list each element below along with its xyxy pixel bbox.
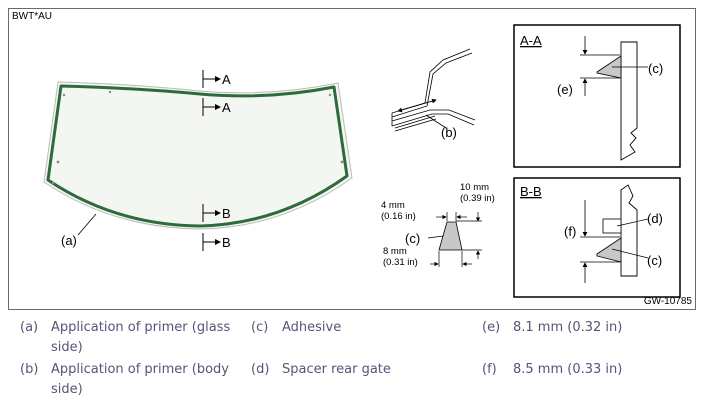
glass-dot (56, 160, 60, 164)
section-a-title: A-A (520, 33, 542, 48)
section-a-box: A-A (513, 24, 681, 168)
body-flange-detail (391, 48, 476, 132)
section-b-marker (202, 204, 221, 251)
legend-code: (a) (20, 320, 39, 335)
dim-height-mm: 10 mm (460, 182, 489, 193)
legend-text: 8.5 mm (0.33 in) (513, 362, 623, 377)
glass-dot (108, 90, 112, 94)
callout-b-leader (425, 114, 447, 129)
header-code: BWT*AU (12, 11, 52, 22)
legend-code: (f) (482, 362, 497, 377)
callout-c-profile: (c) (405, 231, 420, 246)
figure-frame (8, 8, 696, 310)
dim-top-width-mm: 4 mm (381, 200, 405, 211)
section-a-marker (202, 70, 221, 116)
legend-text: Spacer rear gate (282, 362, 391, 377)
glass-dot (51, 181, 55, 185)
section-a-label-bottom: A (222, 100, 231, 115)
legend-code: (c) (251, 320, 269, 335)
legend-code: (d) (251, 362, 270, 377)
callout-b: (b) (441, 125, 457, 140)
callout-a-leader (77, 213, 97, 236)
primer-bead-glass (46, 84, 349, 228)
dim-height-in: (0.39 in) (460, 193, 495, 204)
legend-text-line: Application of primer (glass (51, 320, 231, 335)
legend: (a) Application of primer (glass side) (c… (0, 313, 706, 404)
legend-code: (b) (20, 362, 39, 377)
legend-text-line: side) (51, 382, 83, 397)
dim-bottom-width-in: (0.31 in) (383, 257, 418, 268)
glass-dot (328, 93, 332, 97)
section-b-label-top: B (222, 206, 231, 221)
legend-text: Application of primer (glass side) (51, 318, 230, 358)
rear-glass (43, 81, 353, 230)
section-b-title: B-B (520, 184, 542, 199)
glass-dot (340, 160, 344, 164)
dim-top-width-in: (0.16 in) (381, 211, 416, 222)
legend-text: 8.1 mm (0.32 in) (513, 320, 623, 335)
legend-code: (e) (482, 320, 501, 335)
section-a-label-top: A (222, 72, 231, 87)
legend-text-line: side) (51, 340, 83, 355)
callout-e: (e) (557, 82, 573, 97)
legend-text: Adhesive (282, 320, 342, 335)
callout-c-section-b: (c) (647, 253, 662, 268)
adhesive-profile-detail (427, 212, 482, 267)
callout-a: (a) (61, 233, 77, 248)
section-b-box: B-B (513, 177, 681, 298)
callout-f: (f) (564, 224, 576, 239)
callout-d: (d) (647, 211, 663, 226)
legend-text-line: Application of primer (body (51, 362, 230, 377)
legend-text: Application of primer (body side) (51, 360, 229, 400)
glass-outline (43, 81, 353, 230)
callout-c-section-a: (c) (648, 61, 663, 76)
section-b-label-bottom: B (222, 235, 231, 250)
glass-dot (62, 93, 66, 97)
dim-bottom-width-mm: 8 mm (383, 246, 407, 257)
footer-code: GW-10785 (644, 296, 693, 307)
